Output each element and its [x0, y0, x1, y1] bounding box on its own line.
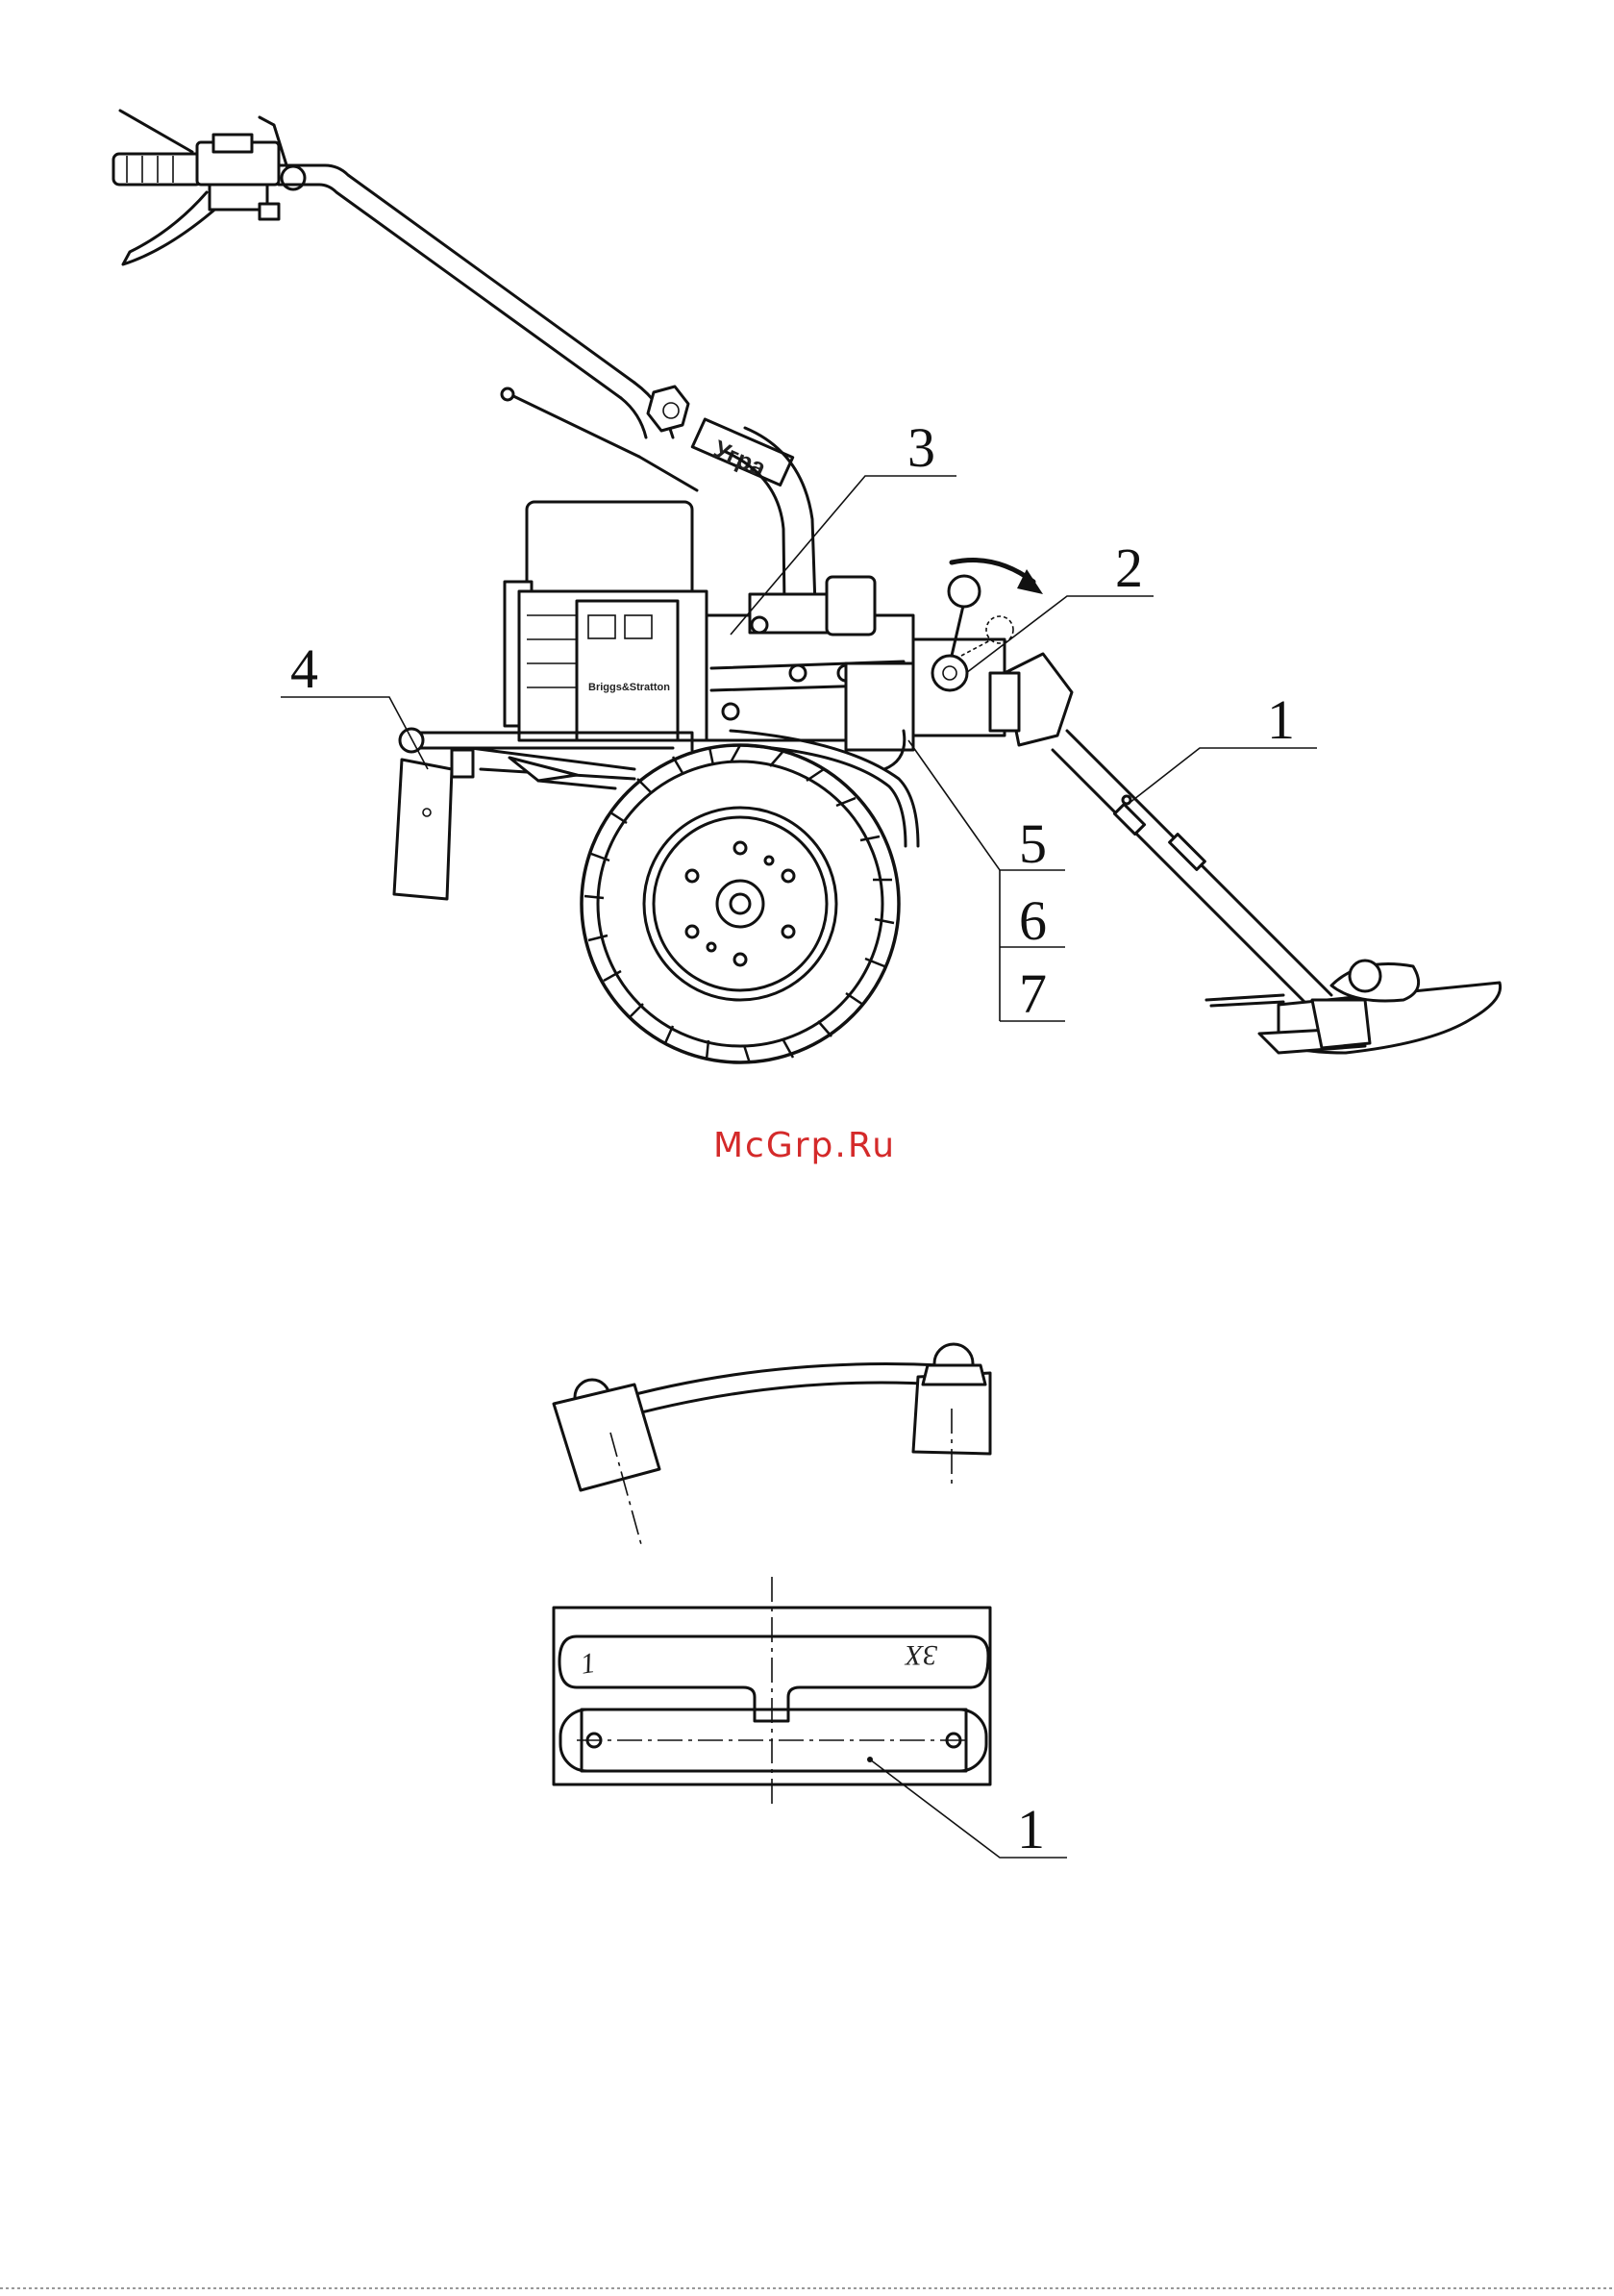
- blade-top-view: 1 3X 1: [554, 1577, 1067, 1860]
- blade-callout-1: 1: [1017, 1798, 1045, 1860]
- motoblock-mower-diagram: Угра Briggs&Stratton: [113, 111, 1501, 1063]
- handlebar: [279, 165, 673, 437]
- handle-adjust-knob: Угра: [648, 387, 796, 487]
- support-frame: [394, 729, 692, 899]
- tire-tread: [584, 745, 894, 1063]
- mower-deck: [1206, 961, 1501, 1053]
- blade-side-view: [554, 1344, 990, 1548]
- blade-mark-1: 1: [579, 1647, 597, 1681]
- blade-detail-diagram: 1 3X 1: [554, 1344, 1067, 1860]
- callout-5: 5: [1019, 812, 1047, 875]
- engine-label: Briggs&Stratton: [588, 682, 670, 693]
- engine: Briggs&Stratton: [505, 502, 707, 740]
- callout-3: 3: [907, 416, 935, 479]
- wheel-lugs: [686, 842, 794, 965]
- handle-grip: [113, 111, 305, 264]
- callout-1: 1: [1267, 688, 1295, 751]
- callout-2: 2: [1115, 537, 1143, 599]
- drive-wheel: [582, 745, 899, 1063]
- watermark-text: McGrp.Ru: [713, 1126, 896, 1165]
- callout-4: 4: [290, 637, 318, 700]
- blade-mark-3x: 3X: [904, 1639, 938, 1671]
- transmission-housing: [707, 577, 913, 769]
- callout-7: 7: [1019, 962, 1047, 1025]
- callout-6: 6: [1019, 889, 1047, 952]
